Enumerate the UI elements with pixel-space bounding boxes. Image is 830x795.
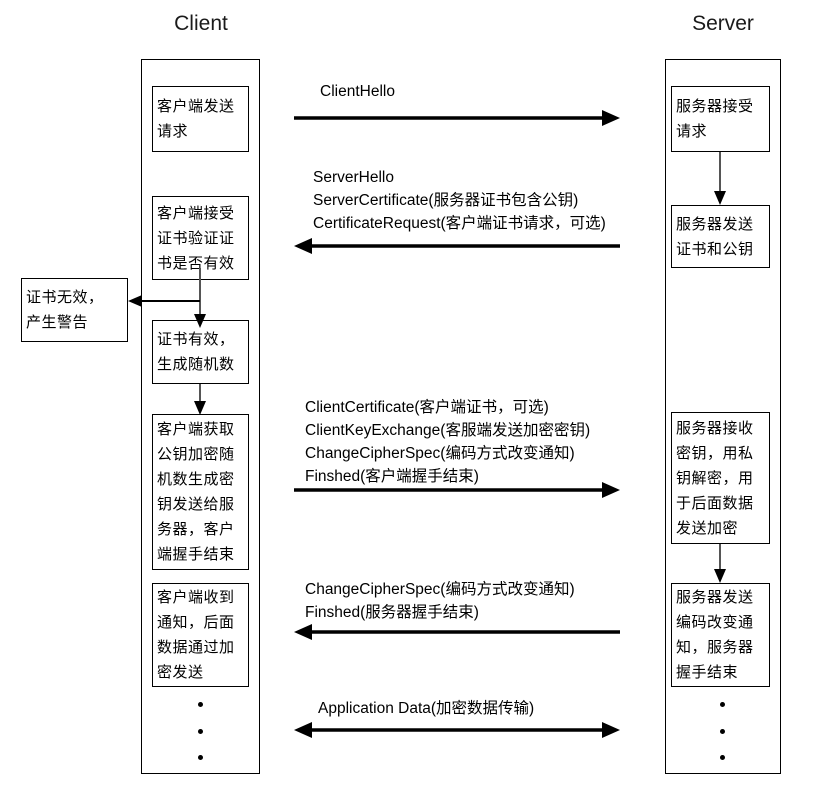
message-line: ServerCertificate(服务器证书包含公钥): [313, 192, 579, 209]
box-line: 端握手结束: [157, 546, 235, 563]
message-line: CertificateRequest(客户端证书请求，可选): [313, 215, 606, 232]
continuation-dots-client: [195, 702, 205, 760]
box-line: 服务器发送: [676, 215, 754, 233]
box-line: 客户端接受: [157, 204, 235, 222]
box-line: 客户端发送: [157, 98, 235, 115]
message-label-client-key-exchange: ClientCertificate(客户端证书，可选) ClientKeyExc…: [305, 396, 590, 488]
message-line: ServerHello: [313, 169, 394, 186]
box-line: 产生警告: [26, 314, 89, 331]
box-line: 证书有效，: [157, 331, 235, 348]
dot: [719, 728, 725, 734]
process-box-server-accept-request: 服务器接受 请求: [671, 86, 770, 152]
message-line: Finshed(客户端握手结束): [305, 468, 479, 485]
dot: [197, 755, 203, 760]
process-box-server-decrypt-key: 服务器接收 密钥，用私 钥解密，用 于后面数据 发送加密: [671, 412, 770, 544]
process-box-client-receive-notice: 客户端收到 通知，后面 数据通过加 密发送: [152, 583, 249, 687]
box-line: 务器，客户: [157, 521, 235, 538]
box-line: 客户端获取: [157, 421, 235, 438]
process-box-client-key-exchange: 客户端获取 公钥加密随 机数生成密 钥发送给服 务器，客户 端握手结束: [152, 414, 249, 570]
box-line: 服务器接受: [676, 98, 754, 115]
box-line: 钥发送给服: [157, 496, 235, 513]
message-arrow-application-data: [294, 722, 620, 738]
box-line: 于后面数据: [676, 494, 754, 512]
box-line: 知，服务器: [676, 639, 754, 656]
message-label-server-hello: ServerHello ServerCertificate(服务器证书包含公钥)…: [313, 166, 606, 235]
message-arrow-client-hello: [294, 110, 620, 126]
process-box-client-cert-valid: 证书有效， 生成随机数: [152, 320, 249, 384]
box-line: 客户端收到: [157, 589, 235, 606]
connector-cert-invalid: [128, 268, 206, 328]
box-line: 密钥，用私: [676, 444, 754, 462]
message-label-application-data: Application Data(加密数据传输): [318, 697, 534, 720]
dot: [197, 728, 203, 734]
box-line: 证书验证证: [157, 229, 235, 247]
process-box-server-send-ccs: 服务器发送 编码改变通 知，服务器 握手结束: [671, 583, 770, 687]
box-line: 证书和公钥: [676, 240, 754, 258]
message-line: ChangeCipherSpec(编码方式改变通知): [305, 581, 575, 598]
box-line: 服务器接收: [676, 419, 754, 437]
box-line: 密发送: [157, 664, 204, 681]
box-line: 公钥加密随: [157, 446, 235, 463]
box-line: 请求: [676, 123, 708, 140]
message-line: ChangeCipherSpec(编码方式改变通知): [305, 445, 575, 462]
box-line: 机数生成密: [157, 471, 235, 488]
connector-server-decrypt-to-sendccs: [714, 544, 726, 583]
dot: [719, 702, 725, 707]
message-line: ClientHello: [320, 83, 395, 100]
message-line: ClientCertificate(客户端证书，可选): [305, 399, 549, 416]
box-line: 请求: [157, 123, 189, 140]
connector-server-accept-to-sendcert: [714, 152, 726, 205]
message-arrow-client-key-exchange: [294, 482, 620, 498]
process-box-server-send-cert: 服务器发送 证书和公钥: [671, 205, 770, 268]
message-label-client-hello: ClientHello: [320, 80, 395, 103]
box-line: 握手结束: [676, 664, 739, 681]
message-arrow-server-hello: [294, 238, 620, 254]
message-line: ClientKeyExchange(客服端发送加密密钥): [305, 422, 591, 439]
process-box-client-send-request: 客户端发送 请求: [152, 86, 249, 152]
box-line: 书是否有效: [157, 254, 235, 272]
box-line: 生成随机数: [157, 356, 235, 373]
process-box-cert-invalid-alert: 证书无效， 产生警告: [21, 278, 128, 342]
box-line: 服务器发送: [676, 589, 754, 606]
box-line: 数据通过加: [157, 639, 235, 656]
message-line: Finshed(服务器握手结束): [305, 604, 479, 621]
lane-title-server: Server: [692, 12, 754, 35]
process-box-client-verify-cert: 客户端接受 证书验证证 书是否有效: [152, 196, 249, 280]
connector-client-valid-to-keyexchange: [194, 384, 206, 415]
message-arrow-server-finished: [294, 624, 620, 640]
dot: [719, 755, 725, 760]
dot: [197, 702, 203, 707]
message-label-server-finished: ChangeCipherSpec(编码方式改变通知) Finshed(服务器握手…: [305, 578, 575, 624]
box-line: 发送加密: [676, 519, 739, 537]
continuation-dots-server: [717, 702, 727, 760]
box-line: 钥解密，用: [676, 469, 754, 487]
message-line: Application Data(加密数据传输): [318, 700, 535, 717]
box-line: 证书无效，: [26, 289, 104, 306]
lane-title-client: Client: [174, 12, 228, 35]
box-line: 通知，后面: [157, 614, 235, 631]
box-line: 编码改变通: [676, 614, 754, 631]
